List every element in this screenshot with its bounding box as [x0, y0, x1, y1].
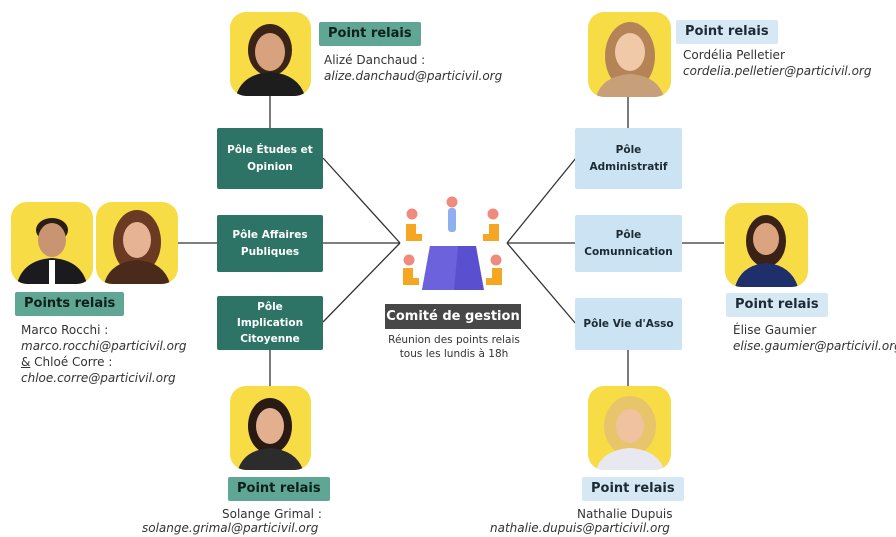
solange-email: solange.grimal@particivil.org — [142, 521, 319, 535]
pole-affaires-box: Pôle Affaires Publiques — [217, 215, 323, 272]
comite-subtitle-line2: tous les lundis à 18h — [399, 348, 509, 360]
and-symbol: & — [21, 355, 31, 369]
marco-chloe-relay-badge: Points relais — [15, 292, 125, 316]
pole-implication-box: Pôle Implication Citoyenne — [217, 296, 323, 350]
nathalie-photo — [588, 386, 671, 470]
nathalie-name: Nathalie Dupuis — [577, 507, 673, 521]
nathalie-relay-badge: Point relais — [582, 477, 684, 501]
solange-photo — [230, 386, 311, 470]
pole-administratif-box: Pôle Administratif — [575, 128, 682, 189]
elise-email: elise.gaumier@particivil.org — [733, 339, 896, 353]
alize-name: Alizé Danchaud : — [324, 53, 426, 67]
chloe-photo — [96, 202, 178, 284]
pole-etudes-label: Pôle Études et Opinion — [227, 144, 313, 173]
comite-subtitle: Réunion des points relais tous les lundi… — [374, 333, 534, 361]
nathalie-email: nathalie.dupuis@particivil.org — [490, 521, 670, 535]
meeting-table-icon — [403, 196, 502, 290]
chloe-name: Chloé Corre : — [30, 355, 113, 369]
solange-relay-badge: Point relais — [228, 477, 330, 501]
pole-affaires-label: Pôle Affaires Publiques — [232, 229, 308, 258]
pole-administratif-label: Pôle Administratif — [589, 144, 668, 173]
pole-vie-asso-label: Pôle Vie d'Asso — [583, 317, 674, 330]
cordelia-photo — [588, 12, 671, 97]
alize-photo — [230, 12, 311, 96]
comite-de-gestion-label: Comité de gestion — [385, 304, 521, 329]
marco-email: marco.rocchi@particivil.org — [21, 339, 187, 353]
pole-implication-label: Pôle Implication Citoyenne — [236, 300, 304, 346]
pole-etudes-box: Pôle Études et Opinion — [217, 128, 323, 189]
solange-name: Solange Grimal : — [222, 507, 322, 521]
marco-name: Marco Rocchi : — [21, 323, 109, 337]
chloe-name-line: & Chloé Corre : — [21, 354, 112, 371]
elise-photo — [725, 203, 808, 287]
cordelia-name: Cordélia Pelletier — [683, 48, 785, 62]
elise-relay-badge: Point relais — [726, 293, 828, 317]
cordelia-relay-badge: Point relais — [676, 20, 778, 44]
pole-vie-asso-box: Pôle Vie d'Asso — [575, 298, 682, 350]
elise-name: Élise Gaumier — [733, 323, 817, 337]
alize-relay-badge: Point relais — [319, 22, 421, 46]
cordelia-email: cordelia.pelletier@particivil.org — [683, 64, 872, 78]
comite-subtitle-line1: Réunion des points relais — [388, 334, 520, 346]
chloe-email: chloe.corre@particivil.org — [21, 371, 176, 385]
alize-email: alize.danchaud@particivil.org — [324, 69, 503, 83]
marco-photo — [11, 202, 93, 284]
pole-communication-box: Pôle Comunnication — [575, 215, 682, 272]
pole-communication-label: Pôle Comunnication — [584, 229, 673, 258]
